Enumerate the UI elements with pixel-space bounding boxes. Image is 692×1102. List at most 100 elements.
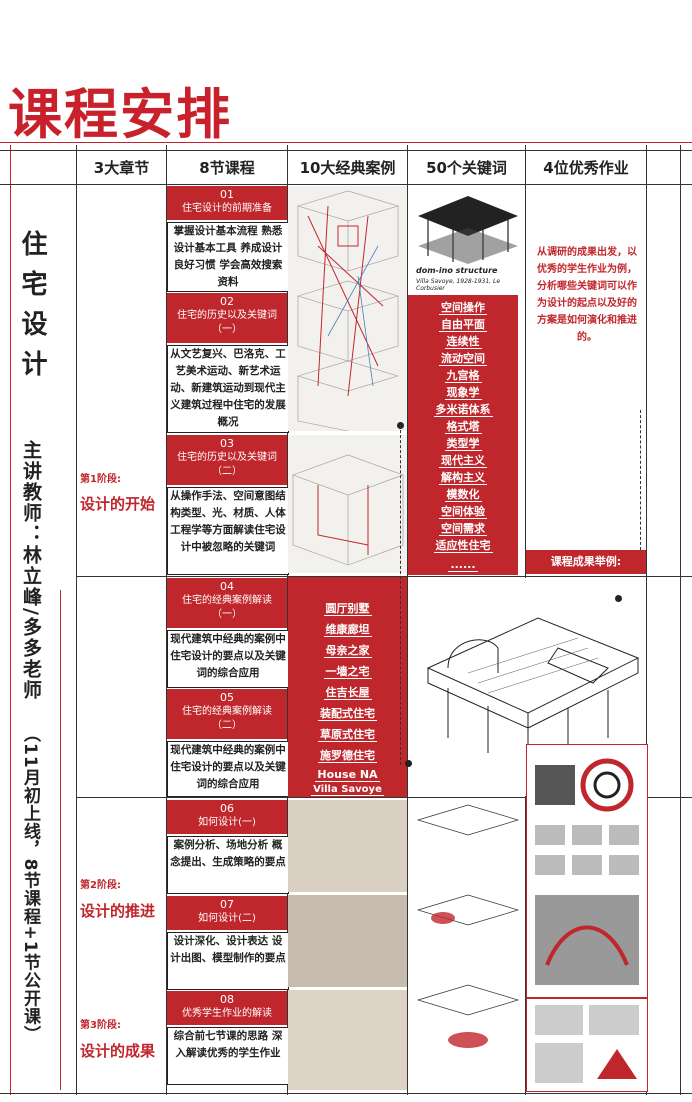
case-item: 一墙之宅 [323,665,372,679]
case-diagram-image [288,186,407,431]
lesson-05-title: 05 住宅的经典案例解读（二） [167,689,287,739]
stage-2-label: 第2阶段: [80,880,121,891]
lesson-number: 05 [220,691,234,704]
grid-line [76,145,77,1095]
lesson-02-desc: 从文艺复兴、巴洛克、工艺美术运动、新艺术运动、新建筑运动到现代主义建筑过程中住宅… [167,345,289,433]
stage-3-name: 设计的成果 [80,1042,156,1060]
lesson-title: 住宅设计的前期准备 [182,203,272,214]
grid-line [646,145,647,1095]
lesson-08-desc: 综合前七节课的思路 深入解读优秀的学生作业 [167,1027,289,1085]
lesson-06-desc: 案例分析、场地分析 概念提出、生成策略的要点 [167,836,289,894]
grid-line [680,145,681,1095]
side-red-line [60,590,61,1090]
header-cases: 10大经典案例 [299,159,396,177]
header-lessons: 8节课程 [199,159,255,177]
stage-1-name: 设计的开始 [80,495,156,513]
keyword-item: 空间体验 [439,505,487,519]
lesson-04-desc: 现代建筑中经典的案例中住宅设计的要点以及关键词的综合应用 [167,630,289,688]
keyword-item: ...... [448,558,478,572]
case-item: 装配式住宅 [318,707,377,721]
keyword-item: 适应性住宅 [433,539,493,553]
lesson-01-desc: 掌握设计基本流程 熟悉设计基本工具 养成设计良好习惯 学会高效搜索资料 [167,222,289,292]
lesson-07-title: 07 如何设计(二) [167,896,287,930]
lesson-number: 01 [220,188,234,201]
keyword-item: 现代主义 [439,454,487,468]
keyword-item: 连续性 [444,335,482,349]
keyword-item: 格式塔 [444,420,482,434]
interior-photo-1 [288,800,407,892]
lesson-08-title: 08 优秀学生作业的解读 [167,991,287,1025]
case-item: Villa Savoye [311,784,384,796]
lesson-04-title: 04 住宅的经典案例解读（一） [167,578,287,628]
lesson-03-desc: 从操作手法、空间意图结构类型、光、材质、人体工程学等方面解读住宅设计中被忽略的关… [167,487,289,575]
dom-ino-title: dom-ino structure [416,266,498,275]
dom-ino-image: dom-ino structure Villa Savoye, 1928-193… [408,186,525,292]
header-keywords: 50个关键词 [426,159,507,177]
case-axon-image [288,435,407,573]
case-item: 维康廊坦 [323,623,372,637]
page-title: 课程安排 [8,83,232,146]
keyword-item: 类型学 [444,437,482,451]
grid-line [0,1093,692,1094]
keyword-item: 空间需求 [439,522,487,536]
lesson-title: 住宅的历史以及关键词（一） [177,310,277,335]
lesson-number: 08 [220,993,234,1006]
exploded-axon-image [408,800,525,1090]
title-rule [0,142,692,143]
lesson-03-title: 03 住宅的历史以及关键词（二） [167,435,287,485]
stage-3-label: 第3阶段: [80,1020,121,1031]
interior-photo-3 [288,990,407,1090]
result-label: 课程成果举例: [526,550,646,574]
lesson-number: 06 [220,802,234,815]
case-item: 住吉长屋 [323,686,372,700]
student-work-1 [526,744,648,998]
connector-line [400,425,402,765]
grid-line [10,145,11,1095]
stage-1-label: 第1阶段: [80,474,121,485]
grid-line [166,145,167,1095]
lesson-number: 04 [220,580,234,593]
grid-line [76,576,692,577]
schedule-label: （11月初上线，8节课程+1节公开课） [20,725,40,1044]
lesson-title: 如何设计(二) [198,913,256,924]
subject-label: 住宅设计 [17,230,47,390]
homework-text: 从调研的成果出发，以优秀的学生作业为例，分析哪些关键词可以作为设计的起点以及好的… [537,247,637,343]
lesson-number: 02 [220,295,234,308]
connector-line [640,410,642,550]
lesson-number: 03 [220,437,234,450]
lesson-title: 住宅的经典案例解读（二） [182,706,272,731]
keyword-item: 多米诺体系 [433,403,493,417]
lesson-05-desc: 现代建筑中经典的案例中住宅设计的要点以及关键词的综合应用 [167,741,289,797]
keyword-item: 模数化 [444,488,482,502]
grid-line [0,184,692,185]
lesson-07-desc: 设计深化、设计表达 设计出图、模型制作的要点 [167,932,289,990]
stage-2-name: 设计的推进 [80,902,156,920]
connector-dot [405,760,412,767]
grid-line [407,145,408,1095]
keyword-item: 流动空间 [439,352,487,366]
keyword-item: 空间操作 [439,301,487,315]
keyword-item: 解构主义 [439,471,487,485]
lesson-title: 如何设计(一) [198,817,256,828]
teacher-label: 主讲教师：林立峰/多多老师 [20,440,42,701]
keyword-item: 现象学 [444,386,482,400]
interior-photo-2 [288,895,407,987]
keyword-item: 九宫格 [444,369,482,383]
case-item: 草原式住宅 [318,728,377,742]
header-homework: 4位优秀作业 [543,159,629,177]
lesson-title: 住宅的经典案例解读（一） [182,595,272,620]
student-work-2 [526,998,648,1092]
cases-box [288,577,407,797]
lesson-02-title: 02 住宅的历史以及关键词（一） [167,293,287,343]
grid-line [287,145,288,1095]
case-item: 母亲之家 [323,644,372,658]
lesson-title: 住宅的历史以及关键词（二） [177,452,277,477]
lesson-number: 07 [220,898,234,911]
grid-line [76,797,692,798]
lesson-01-title: 01 住宅设计的前期准备 [167,186,287,220]
grid-line [0,150,692,151]
dom-ino-caption: Villa Savoye, 1928-1931, Le Corbusier [416,278,501,292]
case-item: House NA [315,768,380,782]
keywords-box [408,295,518,575]
header-chapters: 3大章节 [93,159,150,177]
